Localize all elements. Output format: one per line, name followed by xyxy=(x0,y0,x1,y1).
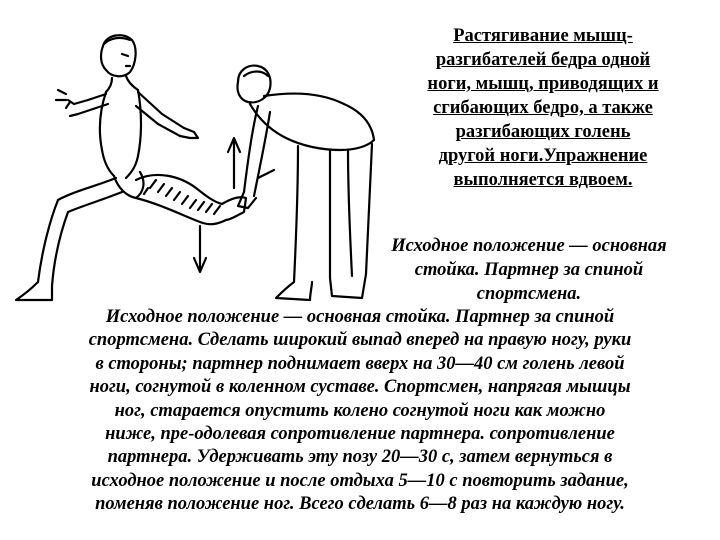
title-line: ноги, мышц, приводящих и xyxy=(427,74,659,94)
force-arrows xyxy=(192,136,276,274)
title-line: другой ноги.Упражнение xyxy=(438,146,648,166)
starting-position-note: Исходное положение — основная стойка. Па… xyxy=(342,234,716,306)
subtitle-line: спортсмена. xyxy=(476,284,582,304)
subtitle-line: стойка. Партнер за спиной xyxy=(414,260,644,280)
exercise-title: Растягивание мышц- разгибателей бедра од… xyxy=(378,24,708,192)
partner-figure xyxy=(236,64,376,302)
title-line: выполняется вдвоем. xyxy=(453,170,633,190)
body-line: ноги, согнутой в коленном суставе. Спорт… xyxy=(89,377,631,398)
exercise-description: Исходное положение — основная стойка. Па… xyxy=(2,306,718,517)
title-line: разгибателей бедра одной xyxy=(435,50,651,70)
body-line: ног, старается опустить колено согнутой … xyxy=(114,400,606,421)
title-line: Растягивание мышц- xyxy=(453,26,633,46)
subtitle-line: Исходное положение — основная xyxy=(391,236,667,256)
exercise-illustration xyxy=(14,34,376,302)
body-line: партнера. Удерживать эту позу 20—30 с, з… xyxy=(107,447,613,468)
body-line: исходное положение и после отдыха 5—10 с… xyxy=(91,470,629,491)
body-line: в стороны; партнер поднимает вверх на 30… xyxy=(95,353,625,374)
athlete-figure xyxy=(14,34,248,302)
title-line: разгибающих голень xyxy=(455,122,631,142)
body-line: поменяв положение ног. Всего сделать 6—8… xyxy=(95,494,625,515)
body-line: ниже, пре-одолевая сопротивление партнер… xyxy=(105,424,615,445)
body-line: спортсмена. Сделать широкий выпад вперед… xyxy=(88,330,632,351)
body-line: Исходное положение — основная стойка. Па… xyxy=(105,307,615,327)
title-line: сгибающих бедро, а также xyxy=(433,98,653,118)
